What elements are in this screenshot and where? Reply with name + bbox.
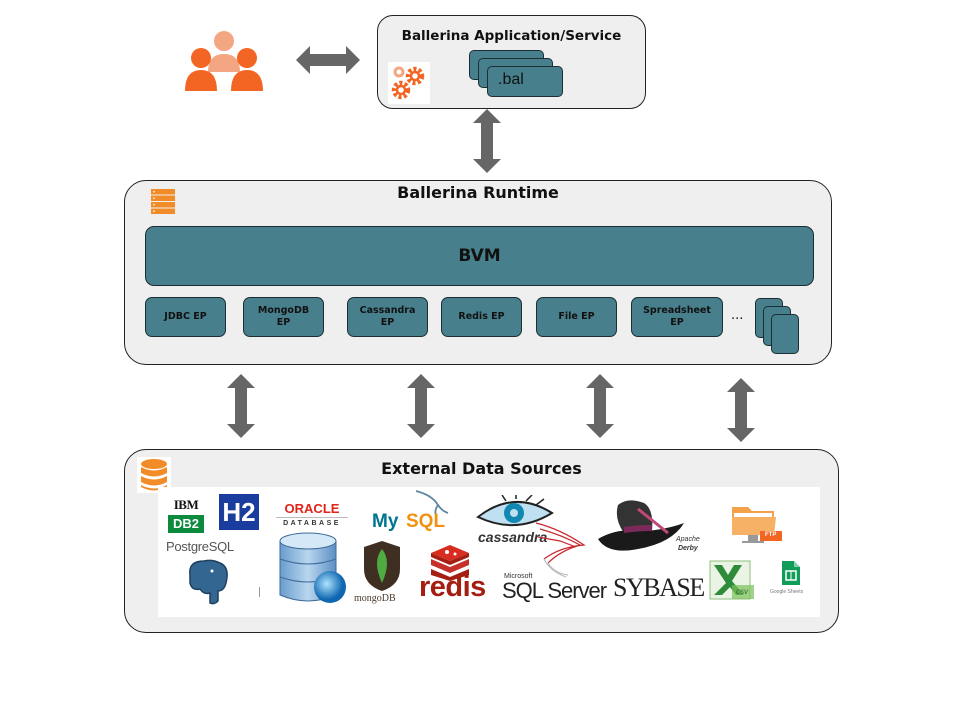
database-text: DATABASE bbox=[283, 520, 341, 527]
bidirectional-arrow-spreadsheet bbox=[725, 378, 757, 442]
apache-derby-text: Apache Derby bbox=[676, 535, 700, 553]
bal-file-card-front: .bal bbox=[487, 66, 563, 97]
endpoint-file: File EP bbox=[536, 297, 617, 337]
mysql-logo: My SQL bbox=[372, 490, 462, 535]
excel-csv-icon: csv bbox=[708, 559, 756, 605]
google-sheets-icon bbox=[782, 561, 800, 589]
h2-logo: H2 bbox=[219, 494, 259, 530]
postgresql-elephant-icon bbox=[182, 557, 232, 611]
bvm-label: BVM bbox=[458, 246, 501, 266]
server-stack-icon bbox=[149, 187, 179, 217]
endpoint-mongodb: MongoDB EP bbox=[243, 297, 324, 337]
apache-text: Apache bbox=[676, 536, 700, 543]
data-source-logos: IBM DB2 H2 PostgreSQL ORACLE DATABASE bbox=[158, 487, 820, 617]
apache-derby-hat-icon bbox=[598, 499, 686, 561]
mongodb-leaf-icon bbox=[360, 541, 404, 595]
ftp-folder-icon: FTP bbox=[730, 503, 784, 553]
ftp-label: FTP bbox=[765, 532, 777, 538]
runtime-panel-title: Ballerina Runtime bbox=[397, 183, 559, 202]
ibm-text: IBM bbox=[168, 497, 204, 515]
endpoint-redis: Redis EP bbox=[441, 297, 522, 337]
bidirectional-arrow-users-app bbox=[296, 44, 360, 76]
bvm-block: BVM bbox=[145, 226, 814, 286]
mysql-text-my: My bbox=[372, 511, 399, 532]
endpoint-stack-card-3 bbox=[771, 314, 799, 354]
bidirectional-arrow-app-runtime bbox=[471, 109, 503, 173]
redis-cube-icon bbox=[429, 545, 471, 585]
oracle-text: ORACLE bbox=[276, 501, 348, 518]
sybase-text: SYBASE bbox=[613, 573, 705, 602]
database-globe-icon bbox=[276, 531, 348, 611]
ibm-db2-logo: IBM DB2 bbox=[168, 497, 204, 533]
divider-line bbox=[259, 587, 260, 597]
endpoint-label: JDBC EP bbox=[164, 311, 207, 322]
derby-text: Derby bbox=[677, 545, 698, 552]
oracle-logo: ORACLE DATABASE bbox=[276, 501, 348, 527]
mysql-text-sql: SQL bbox=[406, 511, 446, 532]
postgresql-text: PostgreSQL bbox=[166, 539, 234, 554]
bidirectional-arrow-cassandra bbox=[405, 374, 437, 438]
bal-file-label: .bal bbox=[498, 71, 524, 88]
bidirectional-arrow-file bbox=[584, 374, 616, 438]
cassandra-eye-icon bbox=[476, 493, 554, 539]
endpoint-label: Spreadsheet EP bbox=[643, 305, 711, 328]
gears-icon bbox=[388, 62, 430, 104]
db2-text: DB2 bbox=[168, 515, 204, 533]
cassandra-text: cassandra bbox=[478, 529, 548, 545]
endpoint-jdbc: JDBC EP bbox=[145, 297, 226, 337]
endpoint-label: MongoDB EP bbox=[257, 305, 310, 328]
microsoft-text: Microsoft bbox=[504, 573, 533, 580]
csv-label: csv bbox=[736, 587, 748, 596]
endpoint-label: File EP bbox=[558, 311, 595, 322]
application-panel-title: Ballerina Application/Service bbox=[401, 28, 622, 44]
endpoint-spreadsheet: Spreadsheet EP bbox=[631, 297, 723, 337]
sql-server-text: SQL Server bbox=[502, 578, 607, 603]
endpoint-cassandra: Cassandra EP bbox=[347, 297, 428, 337]
sql-server-icon bbox=[530, 519, 588, 583]
endpoint-label: Redis EP bbox=[458, 311, 505, 322]
endpoint-label: Cassandra EP bbox=[359, 305, 416, 328]
more-endpoints-ellipsis: ... bbox=[731, 308, 744, 323]
redis-text: redis bbox=[419, 571, 486, 603]
data-sources-panel-title: External Data Sources bbox=[381, 459, 582, 478]
google-sheets-text: Google Sheets bbox=[770, 589, 804, 595]
mongodb-text: mongoDB bbox=[354, 593, 396, 604]
bidirectional-arrow-jdbc bbox=[225, 374, 257, 438]
users-group-icon bbox=[184, 30, 264, 92]
application-panel: Ballerina Application/Service .bal bbox=[377, 15, 646, 109]
